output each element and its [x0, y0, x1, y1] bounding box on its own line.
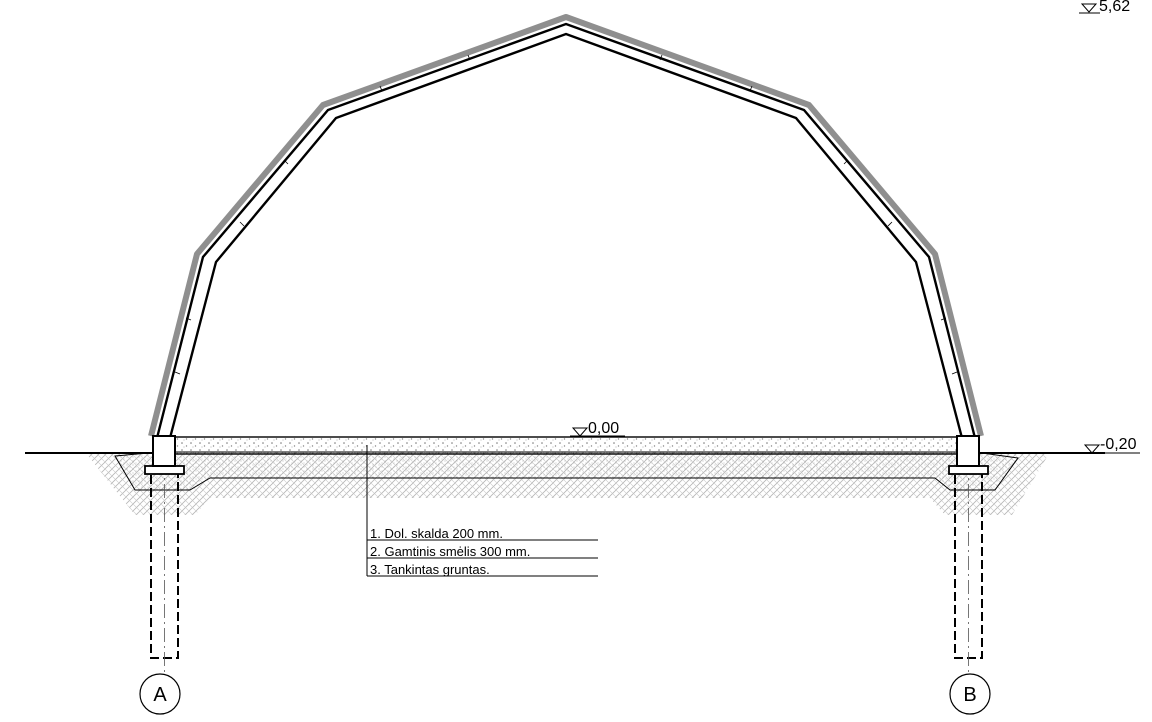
- layer-legend: 1. Dol. skalda 200 mm. 2. Gamtinis smėli…: [366, 445, 598, 577]
- arch-frame: [148, 14, 984, 467]
- elevation-triangle-icon: [571, 427, 589, 437]
- arch-inner-chord: [168, 32, 964, 439]
- elevation-ridge-label: 5,62: [1099, 0, 1130, 15]
- gravel-layer: [169, 436, 961, 455]
- elevation-triangle-icon: [1083, 444, 1101, 454]
- legend-item-1: 1. Dol. skalda 200 mm.: [370, 526, 503, 541]
- elevation-ground-label: -0,20: [1100, 436, 1137, 453]
- elevation-mark-floor: 0,00: [570, 420, 625, 437]
- elevation-triangle-icon: [1080, 3, 1098, 13]
- elevation-floor-label: 0,00: [588, 420, 619, 437]
- axis-label-b: B: [963, 684, 976, 706]
- elevation-mark-ridge: 5,62: [1079, 0, 1130, 15]
- axis-label-a: A: [153, 684, 167, 706]
- legend-item-2: 2. Gamtinis smėlis 300 mm.: [370, 544, 530, 559]
- ground-section: [25, 436, 1105, 515]
- arch-outer-chord: [155, 22, 977, 439]
- legend-item-3: 3. Tankintas gruntas.: [370, 562, 490, 577]
- axis-marker-b: B: [949, 673, 991, 715]
- axis-marker-a: A: [139, 673, 181, 715]
- column-a-base: [152, 435, 176, 467]
- elevation-mark-ground: -0,20: [1082, 436, 1140, 454]
- column-b-base: [956, 435, 980, 467]
- arch-cladding: [148, 14, 984, 437]
- cladding-fasteners: [174, 54, 958, 375]
